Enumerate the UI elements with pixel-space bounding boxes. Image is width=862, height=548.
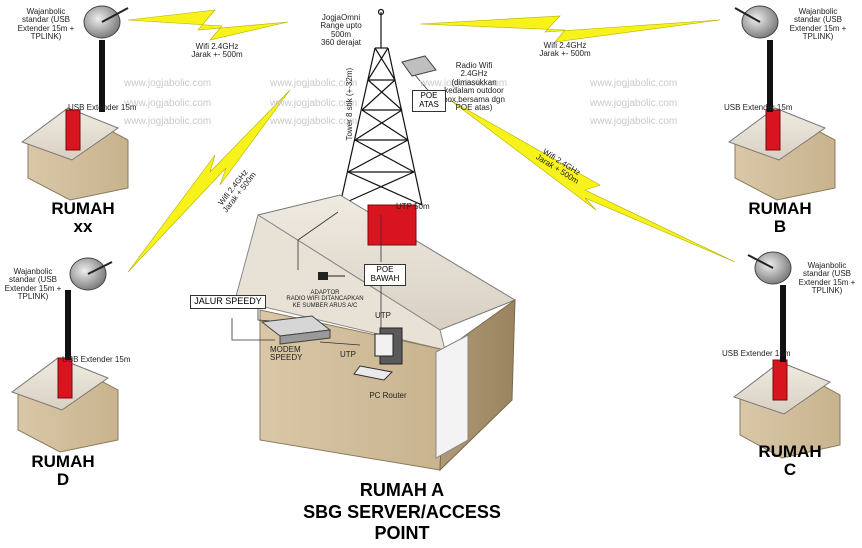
- utp-label-horizontal: UTP: [340, 350, 356, 359]
- usb-extender-c: USB Extender 15m: [722, 349, 791, 358]
- watermark: www.jogjabolic.com: [590, 116, 678, 127]
- house-c: [732, 359, 841, 459]
- dish-xx: [83, 5, 129, 39]
- dish-c: [747, 251, 792, 285]
- usb-extender-d: USB Extender 15m: [62, 355, 131, 364]
- usb-extender-b: USB Extender 15m: [724, 103, 793, 112]
- watermark: www.jogjabolic.com: [124, 116, 212, 127]
- dish-d: [69, 257, 113, 291]
- antenna-masts: [65, 40, 786, 362]
- jalur-speedy-box: JALUR SPEEDY: [190, 295, 266, 309]
- house-xx: [20, 107, 129, 201]
- watermark: www.jogjabolic.com: [270, 116, 358, 127]
- utp-50-label: UTP 50m: [396, 202, 430, 211]
- watermark: www.jogjabolic.com: [590, 78, 678, 89]
- modem-speedy: [260, 315, 332, 345]
- watermark: www.jogjabolic.com: [420, 78, 508, 89]
- dish-b: [734, 5, 779, 39]
- pc-router: [353, 327, 403, 381]
- radio-box: [401, 55, 437, 77]
- adaptor-plug: [318, 272, 345, 280]
- tower-label: Tower 8 stik (+-32m): [344, 67, 354, 141]
- pc-router-label: PC Router: [369, 391, 407, 400]
- wifi-bolt-mid-left: [127, 89, 291, 273]
- watermark: www.jogjabolic.com: [124, 78, 212, 89]
- tower: [339, 8, 423, 206]
- usb-extender-xx: USB Extender 15m: [68, 103, 137, 112]
- watermark: www.jogjabolic.com: [270, 98, 358, 109]
- wifi-bolt-top-left: [127, 9, 289, 41]
- wifi-bolt-top-right: [419, 15, 721, 43]
- house-b: [727, 107, 836, 201]
- house-d: [10, 357, 119, 453]
- watermark: www.jogjabolic.com: [124, 98, 212, 109]
- wifi-bolt-mid-right: [449, 99, 736, 263]
- utp-label-vertical: UTP: [375, 311, 391, 320]
- watermark: www.jogjabolic.com: [270, 78, 358, 89]
- watermark: www.jogjabolic.com: [590, 98, 678, 109]
